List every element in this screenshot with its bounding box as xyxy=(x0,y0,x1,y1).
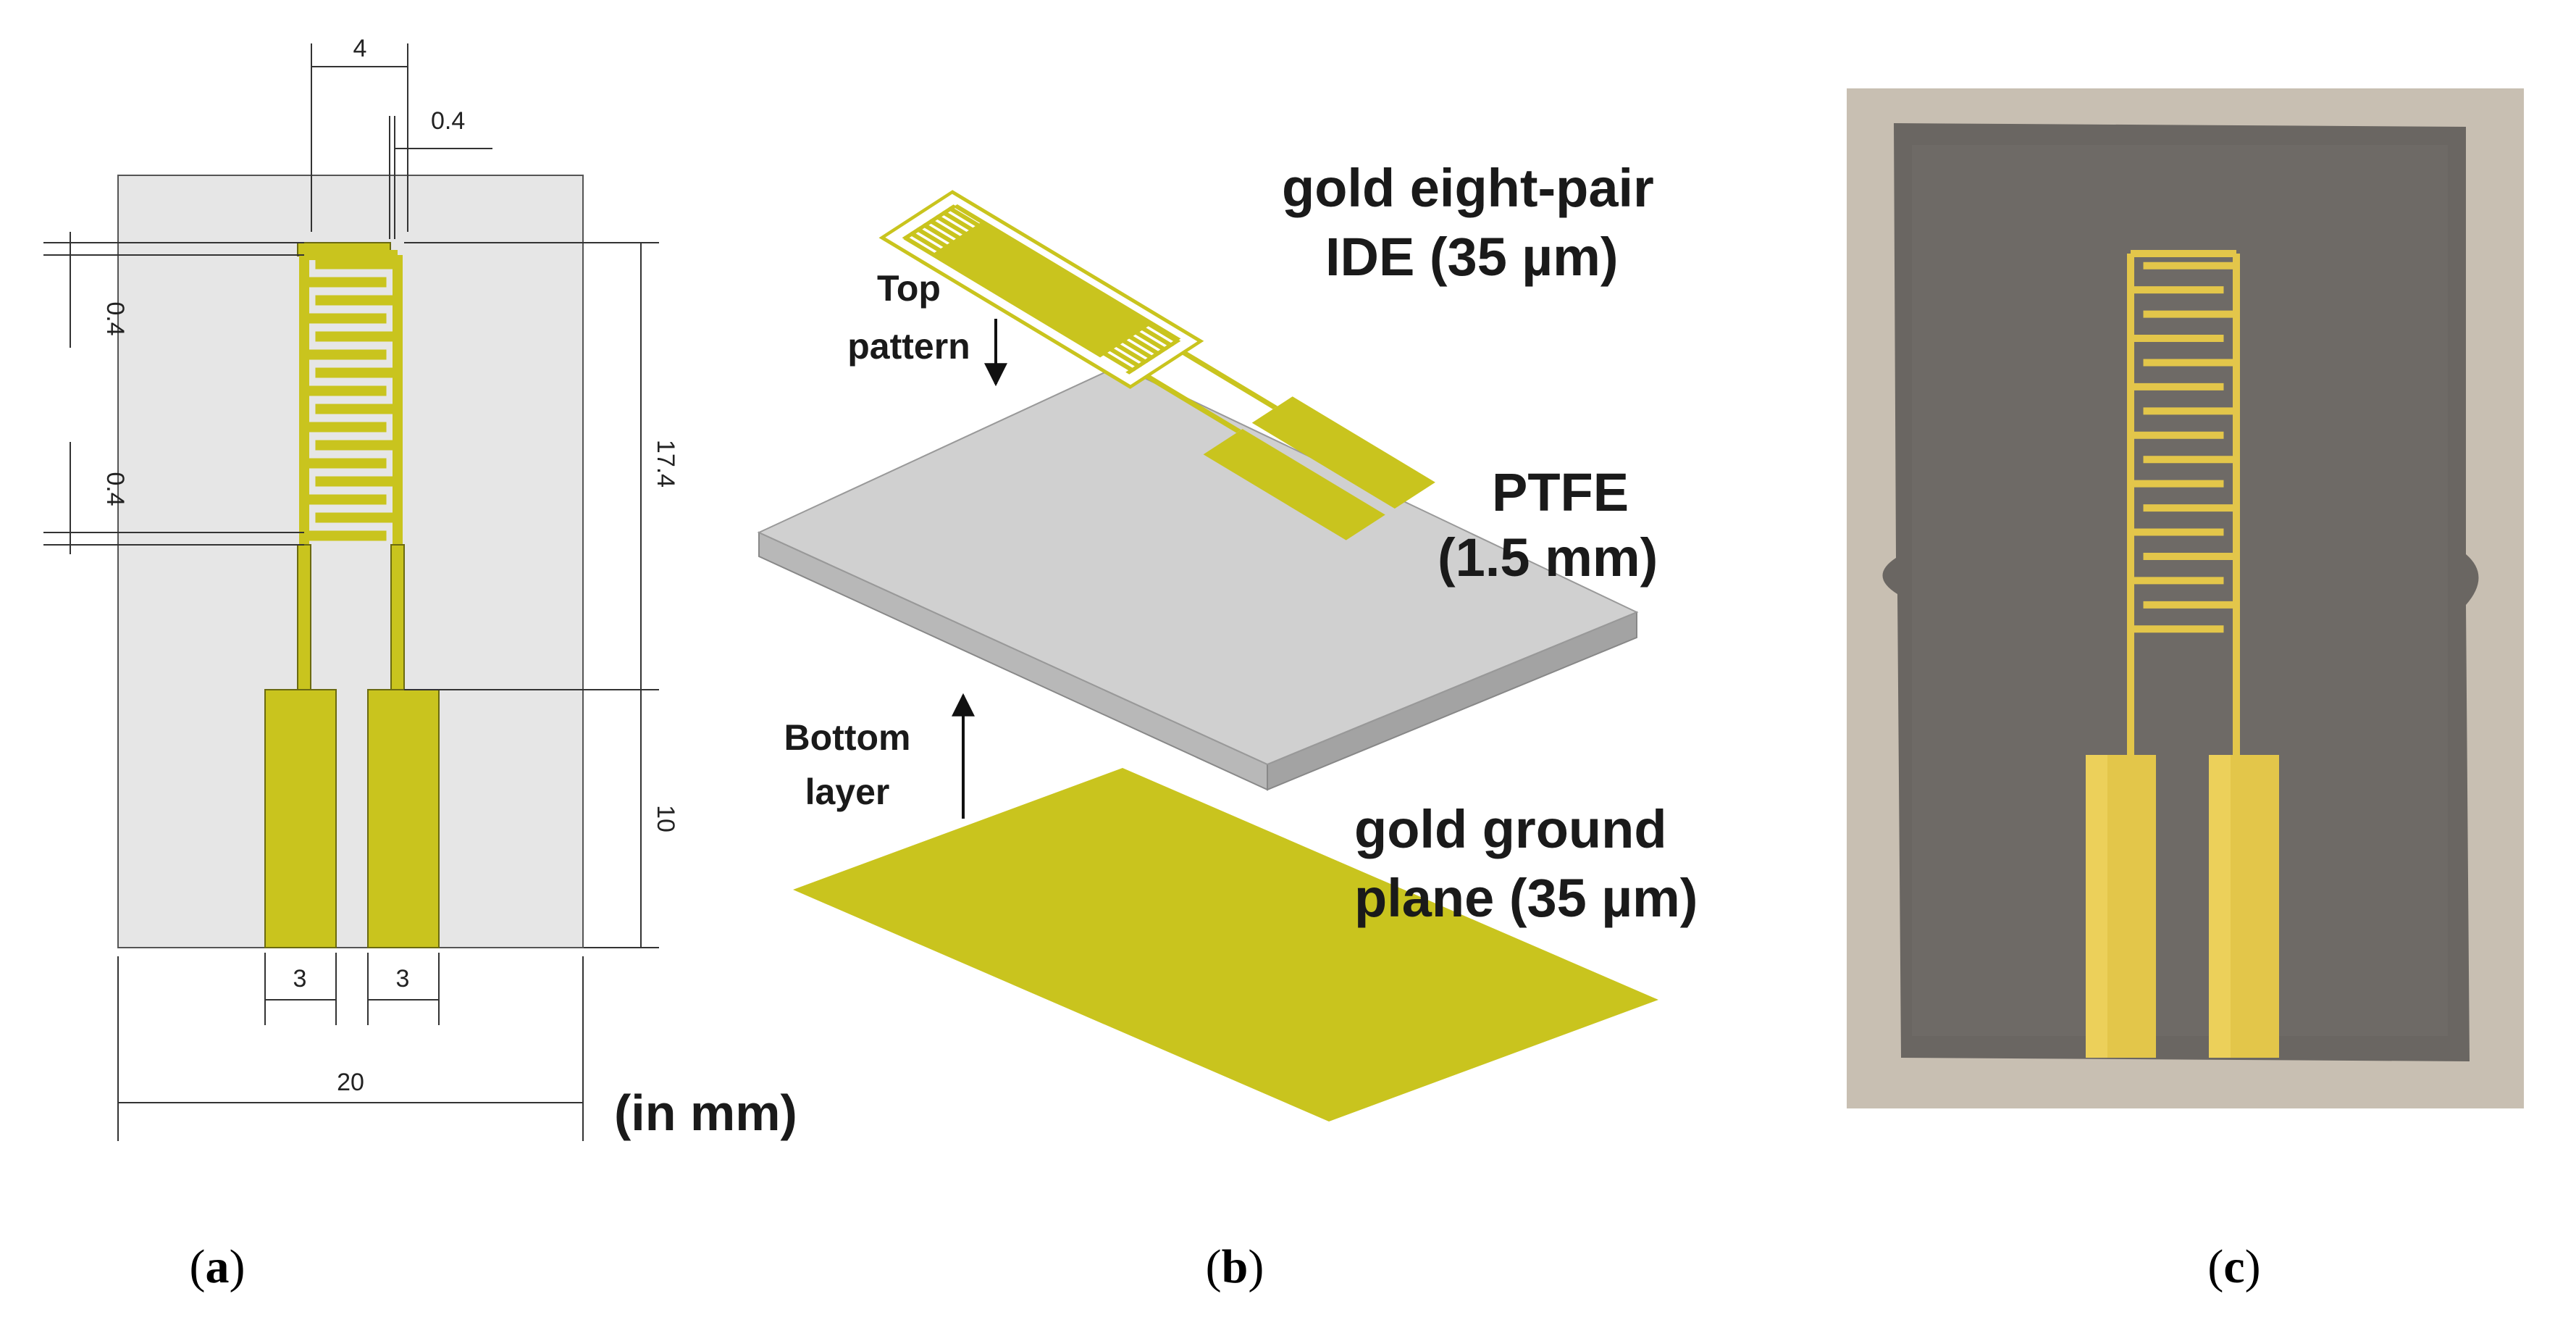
ide-bus-right xyxy=(1125,338,1181,375)
dim-pad-width-left: 3 xyxy=(293,965,307,993)
ide-bus-left xyxy=(902,204,957,241)
ide-label-line2: IDE (35 µm) xyxy=(1325,227,1619,287)
photo-pad-left-shade xyxy=(2086,755,2107,1058)
top-pattern-label-line2: pattern xyxy=(847,326,970,367)
photo-substrate-sheen xyxy=(1912,145,2448,1036)
dim-ide-length: 17.4 xyxy=(652,440,679,488)
dim-finger-gap-1: 0.4 xyxy=(101,301,129,335)
ide-bus-right xyxy=(2233,254,2240,641)
interdigitated-electrode xyxy=(299,250,403,545)
photo-pad-right-shade xyxy=(2209,755,2231,1058)
panel-c-photograph: (c) xyxy=(1847,88,2524,1293)
unit-note: (in mm) xyxy=(614,1085,797,1141)
top-pattern-electrode xyxy=(878,190,1435,540)
feed-line-right xyxy=(390,544,405,690)
bottom-layer-label-line2: layer xyxy=(805,772,890,812)
panel-a-dimension-drawing: 4 0.4 0.4 0.4 17.4 10 3 3 20 (in mm) (a) xyxy=(43,35,797,1293)
ide-label-line1: gold eight-pair xyxy=(1282,158,1654,218)
pad-left xyxy=(264,689,337,948)
ide-bus-left xyxy=(299,255,309,545)
ground-label-line2: plane (35 µm) xyxy=(1354,868,1698,928)
dim-substrate-width: 20 xyxy=(337,1069,364,1096)
photo-feed-right xyxy=(2233,641,2240,756)
gold-ground-plane xyxy=(793,768,1658,1121)
dim-pad-length: 10 xyxy=(652,805,679,832)
caption-a: (a) xyxy=(190,1240,246,1293)
photo-ide-electrode xyxy=(2127,250,2240,641)
dim-finger-gap-2: 0.4 xyxy=(101,472,129,506)
panel-b-exploded-view: gold eight-pair IDE (35 µm) Top pattern … xyxy=(757,158,1698,1293)
ide-bus-left xyxy=(2127,254,2134,641)
ptfe-label-line2: (1.5 mm) xyxy=(1438,527,1658,588)
caption-c: (c) xyxy=(2207,1240,2260,1293)
feed-line-left xyxy=(297,544,311,690)
ptfe-label-line1: PTFE xyxy=(1492,462,1629,522)
ptfe-slab-top xyxy=(757,364,1639,766)
dimension-lines xyxy=(43,43,659,1141)
dim-line-width: 0.4 xyxy=(431,107,465,135)
top-pattern-label-line1: Top xyxy=(877,268,941,309)
pad-right xyxy=(367,689,440,948)
top-ide-fingers xyxy=(902,204,1181,375)
ide-bus-right xyxy=(393,255,403,545)
dim-pad-width-right: 3 xyxy=(396,965,410,993)
dim-gap-width: 4 xyxy=(353,35,367,62)
caption-b: (b) xyxy=(1206,1240,1264,1293)
ground-label-line1: gold ground xyxy=(1354,799,1667,859)
substrate-outline xyxy=(117,175,584,948)
photo-feed-left xyxy=(2127,641,2134,756)
bottom-layer-label-line1: Bottom xyxy=(784,717,911,758)
